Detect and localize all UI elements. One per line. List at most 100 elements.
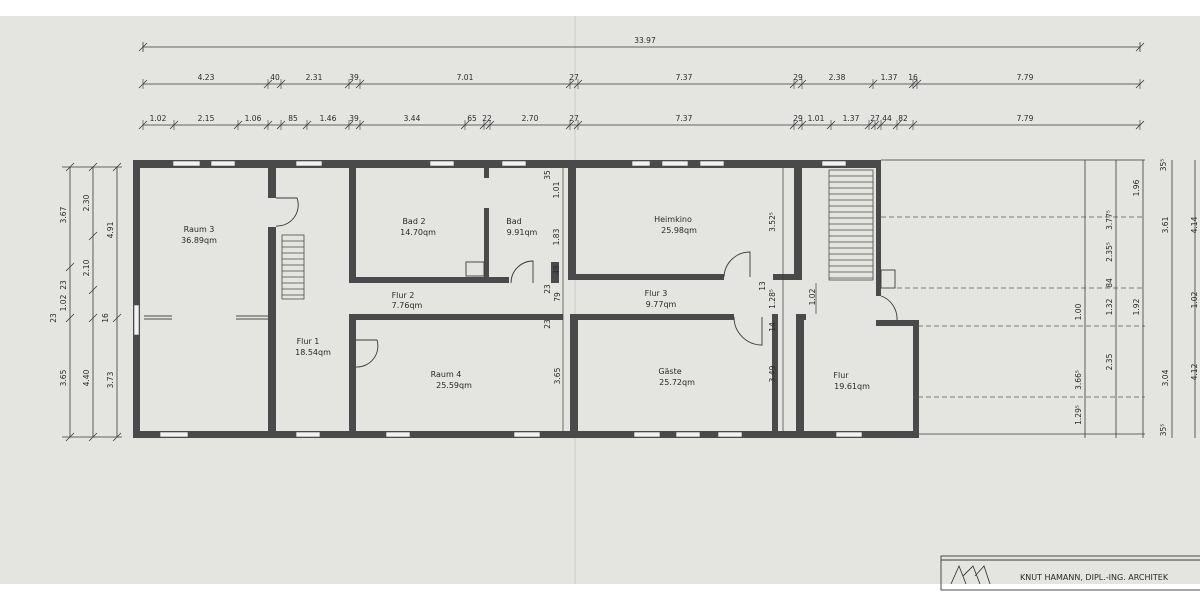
window xyxy=(821,160,847,167)
dim-label: 40 xyxy=(270,73,280,82)
right-dim-label: 35⁵ xyxy=(1159,159,1168,172)
overall-dimension xyxy=(138,42,1145,52)
wall-bad2-bottom xyxy=(349,277,509,283)
bottom-margin xyxy=(0,584,1200,600)
dim-label: 7.37 xyxy=(676,73,693,82)
room-area: 25.98qm xyxy=(661,226,697,235)
window xyxy=(633,431,661,438)
interior-dim-label: 1.28⁵ xyxy=(768,289,777,309)
interior-dim-labels: 35 1.01 1.83 48 23 79 23 3.65 3.52⁵ 13 1… xyxy=(543,170,817,384)
window xyxy=(210,160,236,167)
wall-gaeste-top xyxy=(578,314,734,320)
room-name: Raum 4 xyxy=(431,370,462,379)
dim-label: 1.37 xyxy=(843,114,860,123)
left-dim-label: 1.02 xyxy=(59,294,68,311)
wall-bad-bottom-right xyxy=(551,262,559,283)
dim-label: 1.01 xyxy=(808,114,825,123)
room-name: Flur xyxy=(833,371,849,380)
interior-dim-label: 23 xyxy=(543,319,552,329)
right-dim-label: 1.92 xyxy=(1132,298,1141,315)
room-labels: Raum 3 36.89qm Bad 2 14.70qm Bad 9.91qm … xyxy=(181,215,870,391)
left-dim-label: 4.40 xyxy=(82,369,91,386)
wall-left xyxy=(133,160,140,438)
wall-heimkino-right xyxy=(794,168,802,280)
dim-label: 22 xyxy=(482,114,492,123)
room-area: 14.70qm xyxy=(400,228,436,237)
right-extension-lines xyxy=(881,216,1145,398)
room-area: 9.77qm xyxy=(646,300,677,309)
dim-label: 2.70 xyxy=(522,114,539,123)
interior-dim-label: 48 xyxy=(552,265,561,275)
window xyxy=(429,160,455,167)
interior-dim-label: 14 xyxy=(768,322,777,332)
dim-label: 27 xyxy=(870,114,880,123)
room-name: Bad xyxy=(506,217,521,226)
top-margin xyxy=(0,0,1200,16)
window xyxy=(661,160,689,167)
left-dim-label: 3.73 xyxy=(106,371,115,388)
dim-label: 29 xyxy=(793,114,803,123)
right-dim-label: 3.77⁵ xyxy=(1105,210,1114,230)
right-dim-label: 35⁵ xyxy=(1159,424,1168,437)
wall-raum3-right-upper xyxy=(268,168,276,198)
right-dim-label: 1.00 xyxy=(1074,303,1083,320)
right-dim-label: 3.04 xyxy=(1161,369,1170,386)
left-dim-label: 2.30 xyxy=(82,194,91,211)
dim-label: 85 xyxy=(288,114,298,123)
window xyxy=(295,160,323,167)
room-name: Raum 3 xyxy=(184,225,215,234)
wall-heimkino-bottom-right xyxy=(773,274,802,280)
dim-label: 16 xyxy=(908,73,918,82)
wall-heimkino-left xyxy=(568,168,576,280)
interior-dim-label: 23 xyxy=(543,284,552,294)
wall-right-flur xyxy=(913,324,919,438)
window xyxy=(513,431,541,438)
right-dim-label: 84 xyxy=(1105,278,1114,288)
wall-stair-right xyxy=(876,160,881,296)
room-name: Heimkino xyxy=(654,215,692,224)
dim-label: 1.37 xyxy=(881,73,898,82)
stair-treads-flur1 xyxy=(282,240,304,296)
window xyxy=(159,431,189,438)
dim-label: 82 xyxy=(898,114,908,123)
window xyxy=(385,431,411,438)
interior-dim-label: 1.83 xyxy=(552,228,561,245)
interior-dim-label: 1.01 xyxy=(552,181,561,198)
left-dim-labels: 3.67 23 3.65 2.30 2.10 1.02 23 4.40 4.91… xyxy=(49,194,115,388)
room-area: 19.61qm xyxy=(834,382,870,391)
dim-label: 3.44 xyxy=(404,114,421,123)
doors xyxy=(275,197,898,368)
interior-dim-label: 13 xyxy=(758,281,767,291)
wall-gaeste-left xyxy=(570,314,578,432)
dim-label: 1.02 xyxy=(150,114,167,123)
left-dim-label: 3.67 xyxy=(59,206,68,223)
wall-bad-divider xyxy=(484,208,489,280)
room-area: 25.59qm xyxy=(436,381,472,390)
staircase-flur1 xyxy=(281,234,305,300)
window xyxy=(717,431,743,438)
partition-lines xyxy=(144,315,268,320)
wall-raum4-top xyxy=(349,314,563,320)
interior-dim-label: 3.52⁵ xyxy=(768,212,777,232)
window xyxy=(835,431,863,438)
dim-label: 65 xyxy=(467,114,477,123)
room-area: 9.91qm xyxy=(507,228,538,237)
window xyxy=(172,160,201,167)
room-name: Flur 2 xyxy=(392,291,415,300)
dim-label: 2.38 xyxy=(829,73,846,82)
right-dimension-lines xyxy=(881,159,1196,438)
dim-label: 7.79 xyxy=(1017,114,1034,123)
dim-label: 39 xyxy=(349,114,359,123)
room-name: Flur 3 xyxy=(645,289,668,298)
right-dim-label: 1.02 xyxy=(1190,291,1199,308)
right-dim-label: 1.29⁵ xyxy=(1074,405,1083,425)
room-name: Gäste xyxy=(658,367,681,376)
right-dim-label: 2.35 xyxy=(1105,353,1114,370)
dim-label: 4.23 xyxy=(198,73,215,82)
window xyxy=(631,160,651,167)
left-dim-label: 4.91 xyxy=(106,221,115,238)
title-block-text: KNUT HAMANN, DIPL.-ING. ARCHITEK xyxy=(1020,573,1169,582)
interior-dim-label: 3.49 xyxy=(768,365,777,382)
